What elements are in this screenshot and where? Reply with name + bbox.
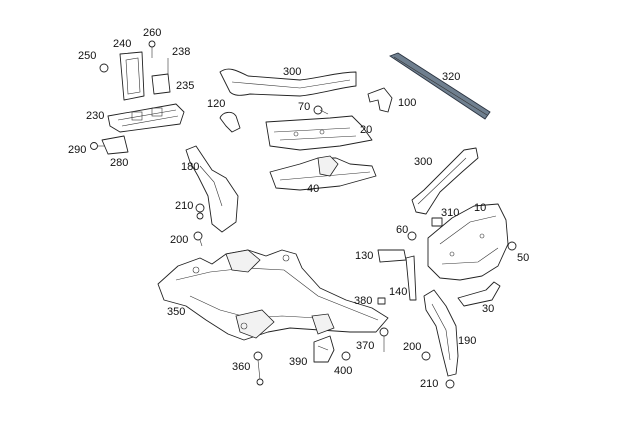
callout-360[interactable]: 360 bbox=[232, 361, 251, 373]
part-30-strip bbox=[457, 281, 501, 307]
part-235-block bbox=[151, 73, 171, 95]
part-130-bracket bbox=[377, 249, 407, 263]
part-210-screw-right bbox=[445, 379, 455, 389]
callout-250[interactable]: 250 bbox=[78, 50, 97, 62]
callout-140[interactable]: 140 bbox=[389, 286, 408, 298]
callout-400[interactable]: 400 bbox=[334, 365, 353, 377]
callout-380[interactable]: 380 bbox=[354, 295, 373, 307]
callout-10[interactable]: 10 bbox=[474, 202, 487, 214]
part-310-clip bbox=[431, 217, 443, 227]
callout-50[interactable]: 50 bbox=[517, 252, 530, 264]
part-190-panel bbox=[423, 289, 459, 377]
callout-260[interactable]: 260 bbox=[143, 27, 162, 39]
callout-60[interactable]: 60 bbox=[396, 224, 409, 236]
callout-20[interactable]: 20 bbox=[360, 124, 373, 136]
part-120-clip bbox=[219, 111, 241, 133]
part-180-panel bbox=[185, 145, 239, 233]
callout-210-right[interactable]: 210 bbox=[420, 378, 439, 390]
callout-120[interactable]: 120 bbox=[207, 98, 226, 110]
callout-190[interactable]: 190 bbox=[458, 335, 477, 347]
callout-230[interactable]: 230 bbox=[86, 110, 105, 122]
part-260-bolt bbox=[148, 40, 156, 58]
callout-300-upper[interactable]: 300 bbox=[283, 66, 302, 78]
callout-370[interactable]: 370 bbox=[356, 340, 375, 352]
part-250-nut bbox=[99, 63, 109, 73]
callout-200-left[interactable]: 200 bbox=[170, 234, 189, 246]
callout-70[interactable]: 70 bbox=[298, 101, 311, 113]
callout-100[interactable]: 100 bbox=[398, 97, 417, 109]
part-20-crossmember bbox=[265, 115, 373, 151]
part-200-screw-left bbox=[193, 231, 203, 247]
part-400-screw bbox=[341, 351, 351, 361]
part-350-subframe bbox=[157, 249, 389, 341]
part-280-bracket bbox=[101, 135, 129, 155]
callout-235[interactable]: 235 bbox=[176, 80, 195, 92]
part-10-wheel-arch bbox=[427, 203, 509, 281]
part-290-bolt bbox=[90, 142, 106, 150]
callout-240[interactable]: 240 bbox=[113, 38, 132, 50]
callout-200-right[interactable]: 200 bbox=[403, 341, 422, 353]
part-300-right-rail bbox=[411, 147, 479, 215]
part-390-bracket bbox=[313, 335, 335, 363]
part-140-stay bbox=[405, 255, 417, 301]
callout-130[interactable]: 130 bbox=[355, 250, 374, 262]
part-210-screw-left bbox=[195, 203, 205, 220]
part-100-bracket bbox=[367, 87, 393, 113]
part-50-screw bbox=[507, 241, 517, 251]
callout-30[interactable]: 30 bbox=[482, 303, 495, 315]
callout-40[interactable]: 40 bbox=[307, 183, 320, 195]
callout-320[interactable]: 320 bbox=[442, 71, 461, 83]
part-240-bracket bbox=[119, 51, 145, 101]
part-370-bolt bbox=[379, 327, 389, 352]
callout-180[interactable]: 180 bbox=[181, 161, 200, 173]
callout-290[interactable]: 290 bbox=[68, 144, 87, 156]
part-320-beam bbox=[389, 52, 491, 120]
part-70-screw bbox=[313, 105, 329, 115]
part-360-bolt bbox=[253, 351, 264, 386]
part-380-nut bbox=[377, 297, 386, 305]
part-200-screw-right bbox=[421, 351, 431, 361]
part-40-crossmember bbox=[269, 155, 377, 191]
callout-210-left[interactable]: 210 bbox=[175, 200, 194, 212]
callout-390[interactable]: 390 bbox=[289, 356, 308, 368]
part-230-tray bbox=[107, 103, 185, 133]
callout-310[interactable]: 310 bbox=[441, 207, 460, 219]
callout-238[interactable]: 238 bbox=[172, 46, 191, 58]
callout-280[interactable]: 280 bbox=[110, 157, 129, 169]
callout-350[interactable]: 350 bbox=[167, 306, 186, 318]
part-300-upper-rail bbox=[219, 68, 357, 97]
callout-300-right[interactable]: 300 bbox=[414, 156, 433, 168]
part-60-screw bbox=[407, 231, 417, 241]
